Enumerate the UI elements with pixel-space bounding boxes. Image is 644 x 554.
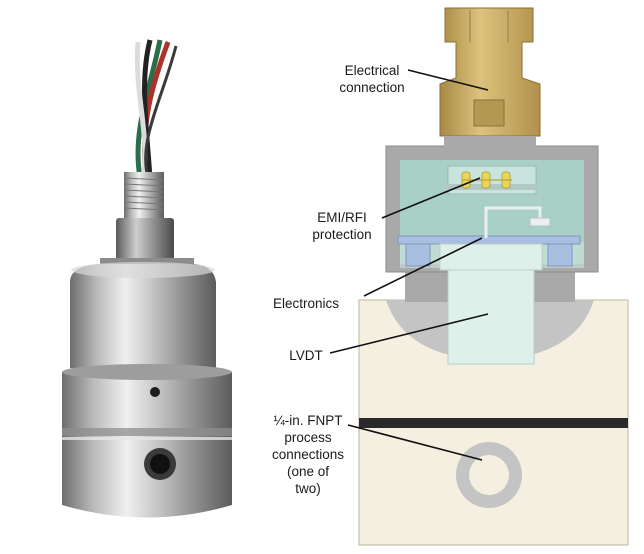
- lead-wires: [134, 39, 178, 179]
- vent-hole: [150, 387, 160, 397]
- hex-nut: [116, 218, 174, 260]
- label-process-connections: ¼-in. FNPT process connections (one of t…: [271, 413, 345, 496]
- thread-lines: [123, 177, 165, 211]
- label-electrical-connection: Electrical connection: [339, 63, 405, 95]
- sensor-lead: [484, 206, 542, 238]
- upper-body: [70, 264, 216, 368]
- emi-filter-caps: [461, 171, 512, 189]
- leader-lines: [329, 69, 489, 461]
- lower-body: [62, 372, 232, 518]
- electrical-connector: [439, 7, 541, 148]
- label-electronics: Electronics: [272, 296, 340, 311]
- process-channel: [359, 418, 628, 428]
- lvdt-core: [447, 267, 535, 365]
- transmitter-photo: [62, 39, 232, 518]
- label-emi-rfi-protection: EMI/RFI protection: [312, 210, 372, 242]
- label-lvdt: LVDT: [289, 348, 323, 363]
- cutaway-diagram: [329, 7, 629, 546]
- circuit-board: [397, 235, 581, 245]
